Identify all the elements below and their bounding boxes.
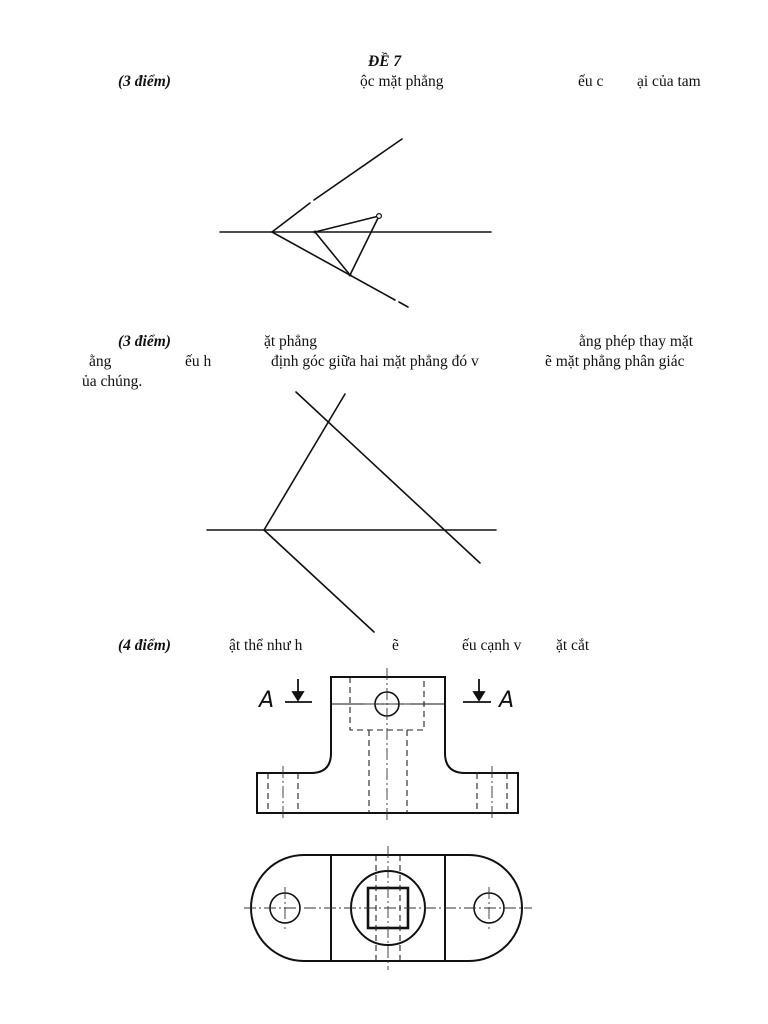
fig2-trace-upper [263,393,346,531]
q2-text-6: ẽ mặt phẳng phân giác [545,353,685,370]
fig1-point-top [376,213,383,220]
fig2-trace-lower [263,529,375,633]
fig1-triangle-side-2 [349,215,380,276]
front-view [256,668,519,820]
q1-text-3: ại của tam [637,73,701,90]
top-view-square-hole [366,886,410,930]
fig1-point-bottom [348,273,352,277]
q2-text-5: định góc giữa hai mặt phẳng đó v [271,353,479,370]
fig2-second-plane-trace [295,391,481,564]
front-view-top-hole [374,691,400,717]
fig1-trace-lower-b [398,301,409,308]
q3-text-2: ẽ [392,637,399,654]
q3-text-3: ếu cạnh v [462,637,522,654]
q3-text-4: ặt cắt [556,637,590,654]
q1-points: (3 điểm) [118,73,171,90]
front-view-hidden-left-hole [267,773,299,813]
fig1-triangle-side-1 [314,215,380,233]
fig1-trace-upper-a [271,202,311,233]
section-arrow-right-head [472,691,486,702]
q1-text-2: ếu c [578,73,604,90]
section-label-right: A [499,688,515,713]
q2-text-3: ằng [89,353,112,370]
top-view [244,846,532,970]
fig1-trace-lower-a [271,231,396,301]
q2-points: (3 điểm) [118,333,171,350]
top-view-outline [250,854,523,962]
q2-text-7: ủa chúng. [82,373,143,390]
top-view-left-hole [269,892,301,924]
q3-text-1: ật thể như h [229,637,303,654]
fig1-point-axis [313,230,317,234]
front-view-hidden-center-hole [368,730,408,813]
q1-text-1: ộc mặt phẳng [360,73,444,90]
section-label-left: A [259,688,275,713]
fig1-trace-upper-b [313,138,403,201]
top-view-right-hole [473,892,505,924]
front-view-hidden-right-hole [476,773,508,813]
front-view-hidden-square-hole [349,677,425,731]
q2-text-1: ặt phẳng [264,333,317,350]
section-arrow-left-head [291,691,305,702]
fig1-triangle-side-3 [314,231,351,276]
q3-points: (4 điểm) [118,637,171,654]
exam-title: ĐỀ 7 [368,53,402,70]
q2-text-4: ếu h [185,353,212,370]
front-view-outline [256,676,519,814]
q2-text-2: ằng phép thay mặt [579,333,694,350]
top-view-boss-circle [350,870,426,946]
